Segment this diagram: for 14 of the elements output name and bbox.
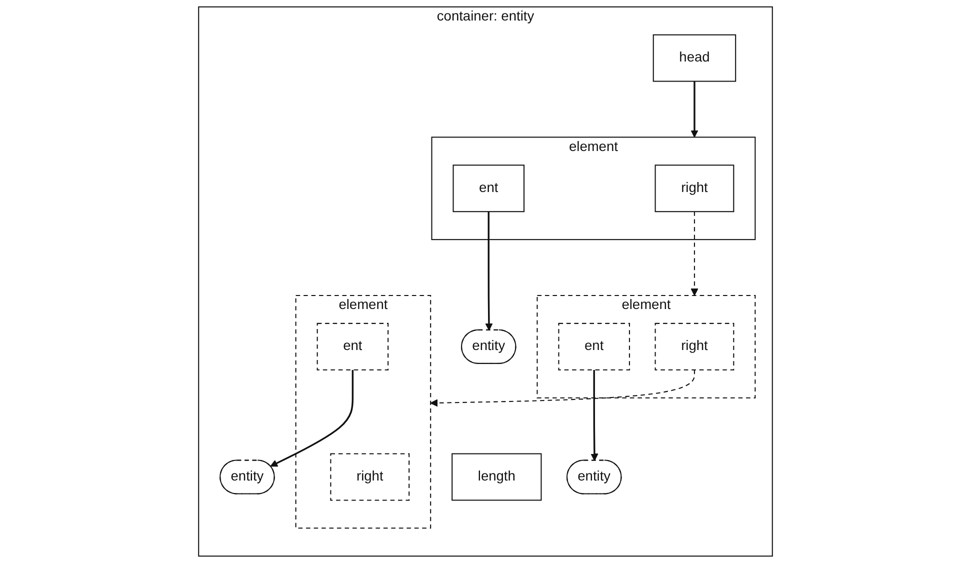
node-box: right bbox=[654, 164, 734, 212]
arrow bbox=[485, 212, 493, 331]
node-box: right bbox=[330, 453, 410, 501]
node-box: head bbox=[652, 34, 736, 82]
node-box: right bbox=[654, 322, 734, 370]
arrow bbox=[690, 212, 698, 296]
arrow bbox=[590, 370, 598, 461]
node-box: ent bbox=[316, 322, 389, 370]
arrow bbox=[690, 81, 698, 138]
node-box: length bbox=[452, 453, 542, 501]
node-box: ent bbox=[558, 322, 630, 370]
node-box: ent bbox=[452, 164, 525, 212]
arrow bbox=[270, 370, 354, 467]
arrow bbox=[430, 370, 695, 407]
